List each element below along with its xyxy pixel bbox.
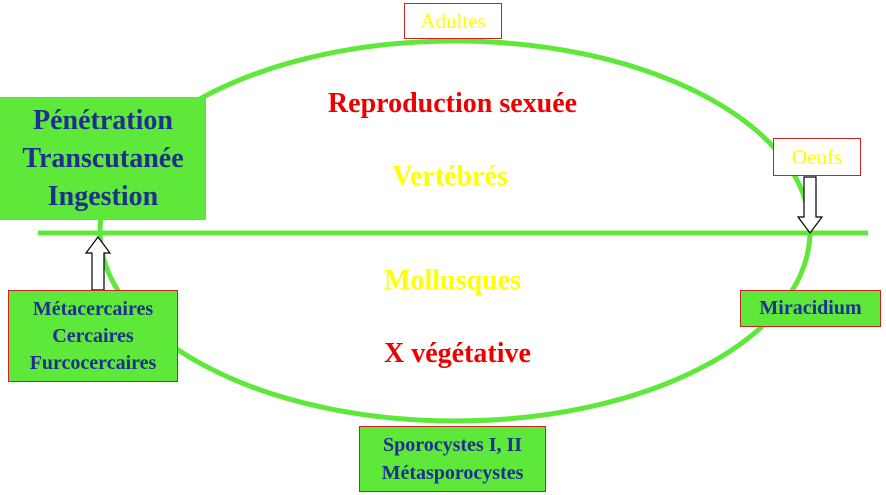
miracidium-box: Miracidium [740, 290, 881, 327]
adults-label: Adultes [420, 8, 486, 33]
penetration-line-3: Ingestion [47, 180, 159, 212]
vegetative-label: X végétative [384, 338, 531, 369]
adults-box: Adultes [404, 3, 502, 39]
molluscs-label: Mollusques [384, 265, 521, 296]
eggs-label: Oeufs [791, 144, 843, 169]
miracidium-label: Miracidium [759, 297, 862, 319]
penetration-line-2: Transcutanée [22, 142, 184, 174]
sporocysts-box: Sporocystes I, II Métasporocystes [359, 426, 546, 492]
eggs-box: Oeufs [773, 138, 861, 176]
larvae-line-3: Furcocercaires [29, 351, 157, 374]
sexual-reproduction-label: Reproduction sexuée [327, 88, 578, 119]
larvae-box: Métacercaires Cercaires Furcocercaires [8, 290, 178, 382]
penetration-line-1: Pénétration [33, 104, 173, 136]
sporocyst-line-1: Sporocystes I, II [382, 434, 523, 456]
sporocyst-line-2: Métasporocystes [381, 462, 524, 484]
down-arrow-icon [796, 176, 824, 234]
larvae-line-2: Cercaires [52, 324, 134, 347]
larvae-line-1: Métacercaires [32, 297, 154, 320]
vertebrates-label: Vertébrés [392, 161, 508, 192]
penetration-box: Pénétration Transcutanée Ingestion [0, 97, 206, 220]
